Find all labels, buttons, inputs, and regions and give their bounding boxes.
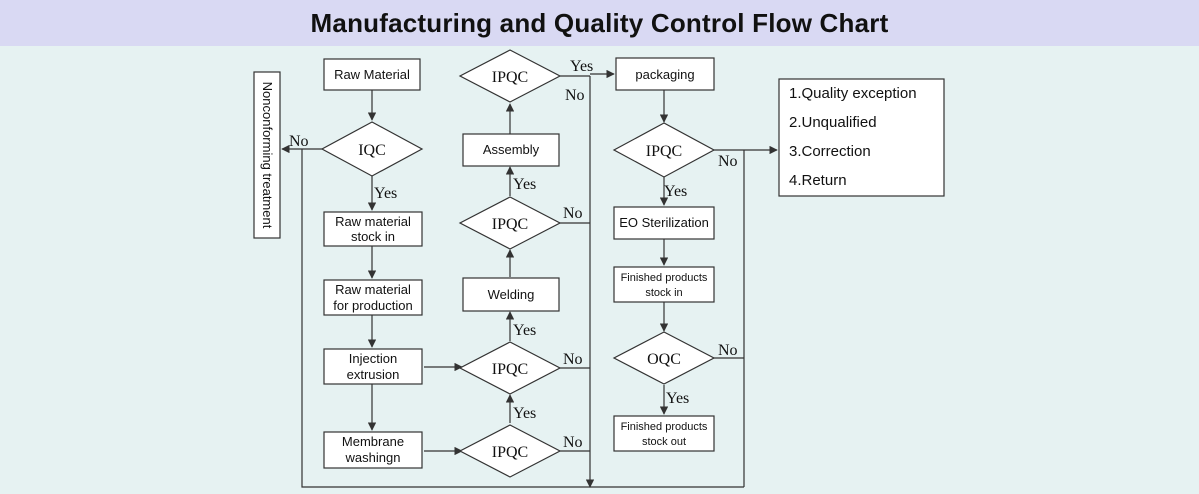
node-label: IQC xyxy=(358,142,386,159)
node-packaging: packaging xyxy=(615,57,715,91)
node-label: Welding xyxy=(488,287,535,302)
node-label-line2: for production xyxy=(333,298,413,313)
node-label: packaging xyxy=(635,67,694,82)
node-label-line2: washingn xyxy=(345,450,401,465)
node-ipqc-assembly: IPQC xyxy=(458,49,562,103)
node-raw-material: Raw Material xyxy=(323,58,421,91)
node-label-line1: Finished products xyxy=(621,272,708,284)
connectors xyxy=(281,69,778,488)
node-ipqc-packaging: IPQC xyxy=(612,122,716,178)
node-label: EO Sterilization xyxy=(619,215,709,230)
node-label: IPQC xyxy=(492,216,528,233)
node-iqc: IQC xyxy=(320,121,424,177)
node-ipqc-membrane: IPQC xyxy=(458,424,562,478)
label-yes: Yes xyxy=(570,58,593,75)
node-injection: Injection extrusion xyxy=(323,348,423,385)
node-label: OQC xyxy=(647,351,681,368)
title-bar: Manufacturing and Quality Control Flow C… xyxy=(0,0,1199,46)
node-label: IPQC xyxy=(492,361,528,378)
node-raw-stock-in: Raw material stock in xyxy=(323,211,423,247)
node-oqc: OQC xyxy=(612,331,716,385)
node-label: IPQC xyxy=(492,69,528,86)
node-nonconforming: Nonconforming treatment xyxy=(253,71,281,239)
node-label-line2: stock in xyxy=(351,229,395,244)
note-item: 3.Correction xyxy=(789,143,871,160)
node-welding: Welding xyxy=(462,277,560,312)
node-finished-out: Finished products stock out xyxy=(613,415,715,452)
node-ipqc-welding: IPQC xyxy=(458,196,562,250)
node-label: Nonconforming treatment xyxy=(260,82,275,229)
node-eo-sterilization: EO Sterilization xyxy=(613,206,715,240)
label-yes: Yes xyxy=(374,185,397,202)
node-label-line1: Injection xyxy=(349,351,397,366)
label-yes: Yes xyxy=(513,176,536,193)
node-membrane: Membrane washingn xyxy=(323,431,423,469)
node-raw-production: Raw material for production xyxy=(323,279,423,316)
node-finished-in: Finished products stock in xyxy=(613,266,715,303)
label-yes: Yes xyxy=(513,405,536,422)
note-item: 2.Unqualified xyxy=(789,114,877,131)
branch-labels: No Yes Yes No Yes No Yes No Yes No Yes N… xyxy=(289,58,738,451)
page-title: Manufacturing and Quality Control Flow C… xyxy=(310,7,889,38)
node-label: Assembly xyxy=(483,142,540,157)
node-label: Raw Material xyxy=(334,67,410,82)
label-no: No xyxy=(563,205,583,222)
label-yes: Yes xyxy=(664,183,687,200)
node-label-line1: Finished products xyxy=(621,421,708,433)
label-no: No xyxy=(563,351,583,368)
node-label-line2: extrusion xyxy=(347,367,400,382)
node-label-line1: Membrane xyxy=(342,434,404,449)
node-label-line1: Raw material xyxy=(335,214,411,229)
node-label-line2: stock out xyxy=(642,436,686,448)
label-yes: Yes xyxy=(666,390,689,407)
node-label-line2: stock in xyxy=(645,287,682,299)
label-no: No xyxy=(565,87,585,104)
node-label-line1: Raw material xyxy=(335,282,411,297)
label-no: No xyxy=(289,133,309,150)
edge-return-bus xyxy=(301,149,744,488)
note-item: 4.Return xyxy=(789,172,847,189)
label-no: No xyxy=(718,153,738,170)
note-item: 1.Quality exception xyxy=(789,85,917,102)
label-no: No xyxy=(563,434,583,451)
node-label: IPQC xyxy=(646,143,682,160)
label-yes: Yes xyxy=(513,322,536,339)
node-ipqc-injection: IPQC xyxy=(458,341,562,395)
notes-box: 1.Quality exception 2.Unqualified 3.Corr… xyxy=(778,78,945,197)
node-assembly: Assembly xyxy=(462,133,560,167)
node-label: IPQC xyxy=(492,444,528,461)
label-no: No xyxy=(718,342,738,359)
